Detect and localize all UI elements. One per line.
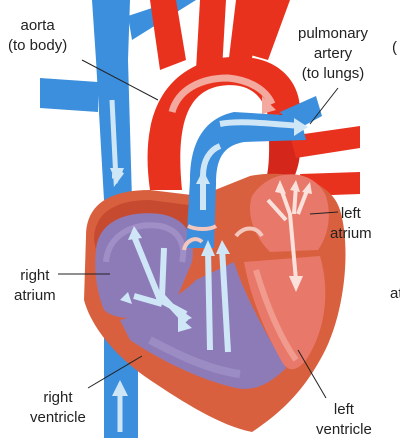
label-left-atrium-line2: atrium xyxy=(330,225,372,242)
label-right-ventricle: right ventricle xyxy=(30,388,86,428)
left-ventricle-chamber xyxy=(244,256,326,370)
deoxygenated-arrowheads xyxy=(120,226,230,332)
label-right-atrium-line1: right xyxy=(20,267,50,284)
label-right-atrium-line2: atrium xyxy=(14,287,56,304)
leader-lines xyxy=(58,59,339,399)
oxygenated-flow-arrows xyxy=(266,185,310,281)
label-left-ventricle-line2: ventricle xyxy=(316,421,372,438)
label-right-atrium: right atrium xyxy=(14,266,56,306)
label-aorta-line1: aorta xyxy=(20,17,55,34)
label-left-atrium-line1: left xyxy=(340,205,361,222)
oxygenated-arrowheads xyxy=(275,180,312,292)
svg-text:(: ( xyxy=(392,39,397,56)
label-pulmonary-artery: pulmonary artery (to lungs) xyxy=(298,24,368,84)
label-right-ventricle-line2: ventricle xyxy=(30,409,86,426)
label-pulmonary-artery-line3: (to lungs) xyxy=(301,65,365,82)
label-aorta: aorta (to body) xyxy=(8,16,67,56)
label-left-ventricle-line1: left xyxy=(333,401,354,418)
label-right-ventricle-line1: right xyxy=(43,389,73,406)
label-pulmonary-artery-line1: pulmonary xyxy=(298,25,369,42)
svg-text:at: at xyxy=(390,285,400,302)
label-left-ventricle: left ventricle xyxy=(316,400,372,440)
label-aorta-line2: (to body) xyxy=(8,37,68,54)
heart-valves xyxy=(182,224,264,251)
label-left-atrium: left atrium xyxy=(330,204,372,244)
aorta-branches xyxy=(150,0,290,70)
label-pulmonary-artery-line2: artery xyxy=(313,45,353,62)
right-ventricle-chamber xyxy=(120,262,286,389)
cropped-edge-marks: ( at xyxy=(390,39,400,302)
vena-cava xyxy=(40,0,196,438)
